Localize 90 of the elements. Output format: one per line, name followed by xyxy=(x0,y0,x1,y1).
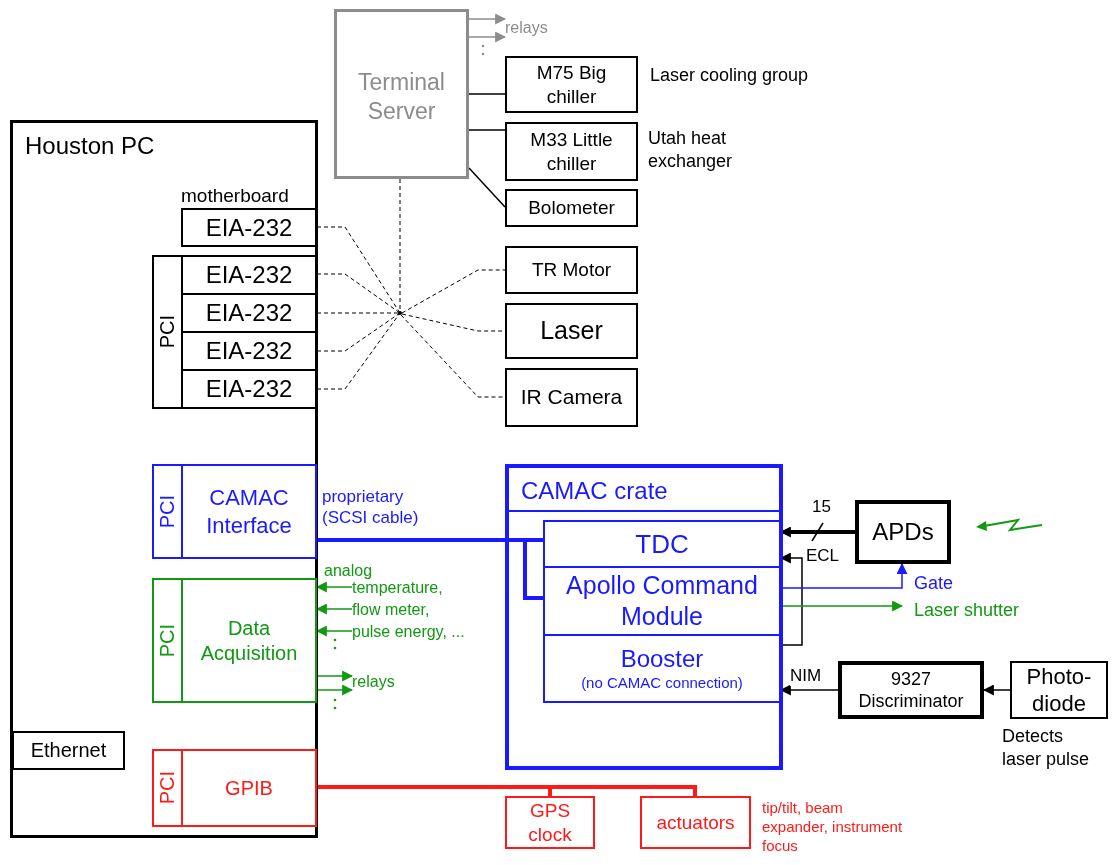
interface-card xyxy=(181,464,317,559)
node-label: PCI xyxy=(155,315,179,349)
connector-line xyxy=(401,269,506,314)
node-label: relays xyxy=(352,673,395,690)
node-label: APDs xyxy=(872,517,934,547)
device-box xyxy=(640,796,751,849)
node-label: GPIB xyxy=(225,775,273,801)
connector-line xyxy=(468,93,506,95)
node-label: TDC xyxy=(635,527,689,561)
arrow xyxy=(982,684,1011,696)
arrow xyxy=(316,670,354,682)
node-label: Laser xyxy=(540,315,603,347)
connector-line xyxy=(316,312,401,352)
detector-box xyxy=(855,500,951,564)
card-bar xyxy=(152,749,183,827)
device-box xyxy=(505,56,638,113)
interface-card xyxy=(181,749,317,827)
node-label: relays xyxy=(505,19,548,36)
node-label: flow meter, xyxy=(352,601,430,618)
device-box xyxy=(505,303,638,359)
arrow xyxy=(780,600,904,612)
node-label: M33 Little chiller xyxy=(529,127,614,176)
node-label: temperature, xyxy=(352,579,443,596)
node-label: EIA-232 xyxy=(205,336,293,366)
node-caption: Laser cooling group xyxy=(650,64,810,87)
connector-line xyxy=(316,312,401,314)
node-label: Bolometer xyxy=(528,196,615,220)
module-box xyxy=(543,634,781,703)
annotation-text: ECL xyxy=(806,545,840,567)
node-label: Booster xyxy=(620,644,704,675)
node-label: Houston PC xyxy=(25,131,155,161)
node-label: EIA-232 xyxy=(205,260,293,290)
arrow xyxy=(316,684,354,696)
node-label: 9327 Discriminator xyxy=(857,667,965,713)
module-box xyxy=(543,520,781,568)
arrow xyxy=(315,581,353,593)
connector-line xyxy=(316,273,401,314)
arrow xyxy=(780,562,908,589)
connector-line xyxy=(316,226,401,314)
port-box xyxy=(181,208,317,247)
node-label: PCI xyxy=(155,494,179,529)
connector-line xyxy=(468,129,506,131)
device-box xyxy=(505,796,595,849)
node-label: CAMAC crate xyxy=(521,476,668,506)
card-bar xyxy=(152,578,183,703)
node-label: TR Motor xyxy=(531,258,612,282)
card-bar xyxy=(152,464,183,559)
node-label: (no CAMAC connection) xyxy=(581,674,743,693)
acquisition-card xyxy=(181,578,317,703)
node-label: Apollo Command Module xyxy=(565,569,759,632)
device-box xyxy=(505,122,638,181)
server-box xyxy=(334,9,469,179)
computer-box xyxy=(10,120,318,838)
node-label: EIA-232 xyxy=(205,298,293,328)
node-label: PCI xyxy=(155,623,179,658)
device-box xyxy=(505,246,638,294)
node-label: IR Camera xyxy=(520,384,623,411)
node-label: CAMAC Interface xyxy=(205,484,293,539)
device-box xyxy=(505,189,638,227)
arrow xyxy=(468,31,507,43)
node-heading: motherboard xyxy=(181,184,289,208)
node-label: M75 Big chiller xyxy=(535,60,608,109)
device-box xyxy=(505,368,638,427)
discriminator-box xyxy=(838,661,984,719)
connector-line xyxy=(317,785,697,796)
photodiode-box xyxy=(1010,661,1108,719)
card-bar xyxy=(152,255,183,409)
node-label: PCI xyxy=(155,771,179,805)
node-caption: tip/tilt, beam expander, instrument focus xyxy=(762,799,904,856)
crate-box xyxy=(505,464,783,770)
annotation-text: analog xyxy=(324,561,373,581)
node-label: Data Acquisition xyxy=(199,615,299,666)
node-label: Terminal Server xyxy=(357,68,446,126)
node-label: EIA-232 xyxy=(205,374,293,404)
node-label: actuators xyxy=(656,810,735,835)
connector-line xyxy=(400,314,506,398)
arrow xyxy=(468,13,507,25)
node-label: Photo- diode xyxy=(1025,662,1093,718)
node-caption: Utah heat exchanger xyxy=(648,127,734,172)
node-label: EIA-232 xyxy=(205,212,293,243)
node-label: pulse energy, ... xyxy=(352,623,465,640)
annotation-text: 15 xyxy=(812,496,831,518)
connector-line xyxy=(399,178,401,312)
arrow xyxy=(315,625,353,637)
arrow xyxy=(315,603,353,615)
node-label: GPS clock xyxy=(527,798,573,847)
port-box xyxy=(12,731,125,770)
node-label: Ethernet xyxy=(30,738,107,763)
node-caption: Detects laser pulse xyxy=(1002,725,1091,770)
connector-line xyxy=(468,167,506,208)
